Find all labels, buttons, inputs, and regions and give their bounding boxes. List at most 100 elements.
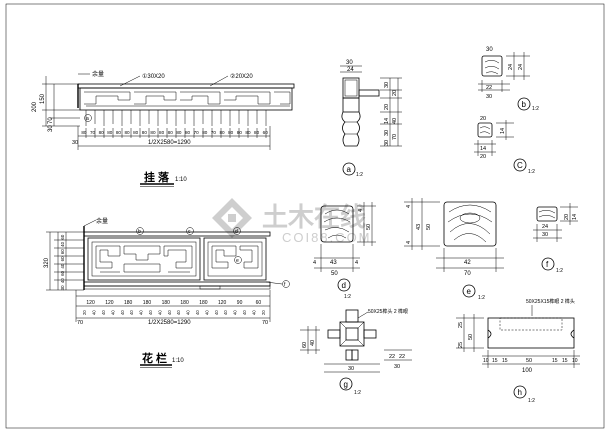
rail-dim-row1-2: 120 [105, 300, 114, 306]
detail-c-dim-1: 20 [480, 116, 486, 122]
rail-dim-row2-8: 40 [148, 310, 153, 315]
rail-dim-row2-18: 40 [242, 310, 247, 315]
detail-f-dim-1: 24 [542, 224, 548, 230]
detail-f: 24 30 20 14 f 1:2 [533, 203, 578, 274]
detail-a-dim-8: 30 [384, 130, 390, 136]
detail-f-dim-3: 20 [564, 214, 570, 220]
detail-h-dim-5: 15 [492, 358, 498, 364]
rail-dim-v-3: 40 [60, 241, 65, 246]
fascia-dim-spacing-5: 80 [116, 130, 122, 135]
rail-dim-row1-10: 60 [256, 300, 262, 306]
hanging-fascia-elevation: 200 150 70 30 余量 ①30X20 ②20X20 a [32, 70, 295, 187]
detail-a-dim-4: 20 [392, 90, 398, 96]
sheet-frame [5, 3, 605, 429]
fascia-marker-a: a [86, 116, 89, 122]
fascia-dim-spacing-11: 80 [168, 130, 174, 135]
fascia-dim-spacing-15: 80 [202, 130, 208, 135]
fascia-dim-spacing-2: 70 [90, 130, 96, 135]
rail-dim-row1-9: 90 [237, 300, 243, 306]
rail-scale: 1:10 [172, 358, 184, 364]
rail-dim-row2-12: 40 [186, 310, 191, 315]
detail-h-scale: 1:2 [528, 398, 535, 404]
detail-h-note: 50X25X15榫眼 2 榫头 [526, 298, 575, 305]
detail-b-dim-2: 24 [508, 64, 514, 70]
rail-dim-right: 70 [262, 320, 268, 326]
rail-dim-v-4: 60 [60, 249, 65, 254]
detail-h-dim-9: 15 [562, 358, 568, 364]
watermark: 土木在线 COI88.COM [212, 198, 372, 245]
rail-dim-row2-4: 40 [110, 310, 115, 315]
rail-dim-left: 70 [77, 320, 83, 326]
detail-e-dim-1: 43 [416, 224, 422, 230]
detail-d-dim-1: 43 [330, 260, 337, 266]
detail-a-dim-5: 20 [384, 104, 390, 110]
detail-c: 20 14 14 20 C 1:2 [474, 116, 535, 175]
rail-marker-c: c [188, 229, 191, 235]
detail-h: 50X25X15榫眼 2 榫头 25 50 25 10 15 15 50 15 … [456, 298, 580, 404]
detail-h-marker: h [518, 388, 522, 397]
rail-dim-row2-3: 40 [101, 310, 106, 315]
detail-d-marker: d [342, 281, 346, 290]
fascia-dim-spacing-14: 70 [194, 130, 200, 135]
rail-dim-row2-13: 40 [195, 310, 200, 315]
detail-d-dim-4: 50 [331, 271, 338, 277]
fascia-dim-spacing-13: 80 [185, 130, 191, 135]
detail-g-dim-5: 30 [348, 366, 354, 372]
detail-g-dim-2: 40 [310, 340, 316, 346]
detail-d-dim-3: 4 [355, 260, 358, 266]
rail-dim-row1-4: 180 [143, 300, 152, 306]
rail-marker-f: f [284, 282, 286, 288]
detail-h-dim-7: 50 [526, 358, 532, 364]
rail-dim-row2-1: 20 [82, 310, 87, 315]
detail-h-dim-11: 100 [522, 368, 533, 374]
detail-h-dim-3: 25 [458, 342, 464, 348]
detail-a-scale: 1:2 [356, 172, 363, 178]
detail-f-scale: 1:2 [556, 268, 563, 274]
detail-b-scale: 1:2 [532, 106, 539, 112]
fascia-dim-spacing-1: 80 [81, 130, 87, 135]
rail-dim-row2-6: 40 [129, 310, 134, 315]
detail-g-note: 50X25榫头 2 榫眼 [368, 308, 408, 315]
detail-f-dim-2: 30 [542, 232, 548, 238]
fascia-dim-spacing-12: 80 [176, 130, 182, 135]
watermark-brand: 土木在线 [262, 202, 366, 232]
detail-g-dim-4: 22 [399, 354, 405, 360]
fascia-dim-v-3: 70 [48, 117, 54, 124]
detail-b-dim-3: 22 [486, 85, 492, 91]
detail-b-marker: b [522, 100, 527, 109]
watermark-logo-icon [212, 198, 252, 238]
fascia-callout-1: ①30X20 [142, 73, 165, 80]
fascia-dim-spacing-18: 80 [228, 130, 234, 135]
rail-dim-row2-9: 40 [157, 310, 162, 315]
rail-marker-b: b [138, 229, 141, 235]
fascia-corner-note: 余量 [92, 70, 104, 78]
detail-c-scale: 1:2 [528, 169, 535, 175]
rail-dim-row2-10: 40 [167, 310, 172, 315]
detail-e: 43 4 4 50 42 70 e 1:2 [404, 198, 504, 301]
detail-d-dim-6: 50 [366, 224, 372, 230]
fascia-title: 挂落 [144, 170, 172, 184]
detail-e-scale: 1:2 [478, 295, 485, 301]
rail-dim-row1-6: 180 [180, 300, 189, 306]
rail-dim-row2-17: 40 [233, 310, 238, 315]
rail-dim-row2-15: 40 [214, 310, 219, 315]
detail-a-dim-3: 30 [384, 82, 390, 88]
fascia-dim-spacing-10: 80 [159, 130, 165, 135]
rail-dim-v-6: 40 [60, 263, 65, 268]
fascia-dim-spacing-4: 80 [107, 130, 113, 135]
fascia-dim-spacing-3: 80 [99, 130, 105, 135]
rail-dim-row2-5: 40 [120, 310, 125, 315]
fascia-dim-spacing-22: 60 [263, 130, 269, 135]
watermark-domain: COI88.COM [282, 230, 372, 245]
fascia-drops [85, 110, 267, 126]
fascia-dim-spacing-9: 80 [150, 130, 156, 135]
fascia-dim-v-2: 150 [40, 93, 46, 104]
rail-dim-v-7: 60 [60, 270, 65, 275]
detail-g-dim-6: 30 [394, 364, 400, 370]
rail-dim-row1-3: 180 [124, 300, 133, 306]
detail-a-dim-7: 14 [384, 118, 390, 124]
flower-rail-elevation: 余量 b c d e f [44, 217, 290, 368]
